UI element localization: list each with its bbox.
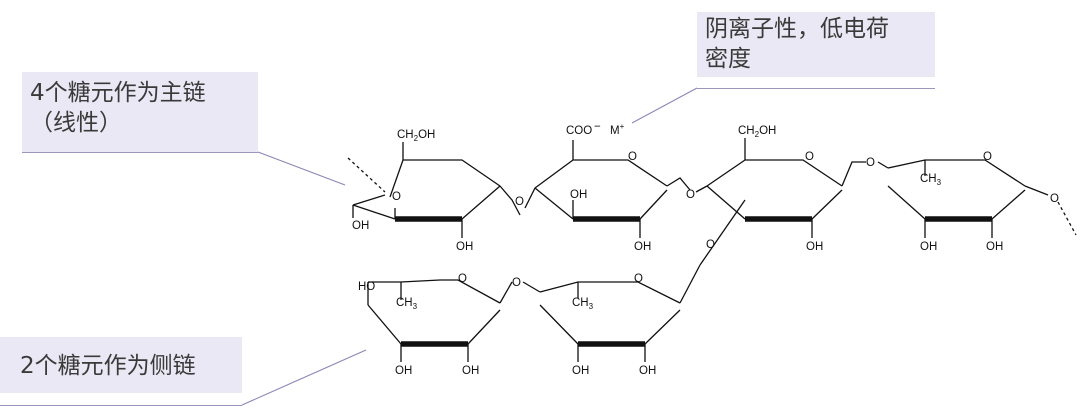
ring2-o-label: O: [628, 151, 637, 163]
ring2-coo-minus-label: −: [594, 121, 601, 133]
ring2-coo-label: COO: [566, 125, 592, 137]
main-chain-pointer: [257, 151, 346, 186]
side2-oh-left-label: OH: [572, 365, 589, 377]
side1-ch3-label: CH3: [396, 297, 418, 311]
anion-callout: 阴离子性，低电荷 密度: [697, 12, 935, 77]
side2-oh-right-label: OH: [639, 365, 656, 377]
ring3-o-label: O: [805, 151, 814, 163]
side-chain-pointer: [241, 349, 367, 406]
ring4-oh-left-label: OH: [920, 241, 937, 253]
anion-callout-underline: [697, 88, 935, 89]
main-chain-callout-line1: 4个糖元作为主链: [30, 80, 206, 106]
anion-callout-line1: 阴离子性，低电荷: [705, 16, 889, 42]
ring1-ch2oh-label: CH2OH: [397, 129, 435, 143]
side-ring-2: [539, 264, 701, 362]
branch-o-label: O: [706, 239, 715, 251]
glyco-o-3-label: O: [866, 157, 875, 169]
main-chain-callout-line2: （线性）: [30, 110, 122, 136]
ring3-ch2oh-label: CH2OH: [738, 125, 776, 139]
ring2-oh-top-label: OH: [570, 189, 587, 201]
side-ring-1: [367, 279, 501, 362]
ring4-ch3-label: CH3: [920, 173, 942, 187]
side1-oh-left-label: OH: [395, 365, 412, 377]
ring4-o-label: O: [983, 151, 992, 163]
main-ring-4: [887, 159, 1077, 238]
main-chain-callout-underline: [22, 152, 258, 153]
ring2-counterion-label: M+: [610, 122, 625, 137]
anion-callout-line2: 密度: [705, 46, 751, 72]
glyco-o-2-label: O: [686, 189, 695, 201]
ring3-oh-bottom-label: OH: [806, 241, 823, 253]
side-chain-callout-line1: 2个糖元作为侧链: [20, 353, 196, 379]
main-ring-2: [534, 140, 668, 238]
glyco-o-1-label: O: [515, 196, 524, 208]
ring4-oh-right-label: OH: [986, 241, 1003, 253]
ring1-oh-bottom-label: OH: [456, 241, 473, 253]
main-chain-callout: 4个糖元作为主链 （线性）: [22, 72, 258, 152]
side-chain-callout: 2个糖元作为侧链: [0, 337, 242, 393]
main-ring-1: [347, 142, 501, 238]
side-chain-callout-underline: [0, 405, 242, 406]
side1-oh-right-label: OH: [462, 365, 479, 377]
anion-pointer: [631, 87, 698, 124]
ring1-o-label: O: [392, 191, 401, 203]
ring2-oh-bottom-label: OH: [634, 241, 651, 253]
side2-o-label: O: [634, 273, 643, 285]
side1-ho-label: HO: [358, 281, 375, 293]
main-ring-3: [699, 138, 843, 266]
ring1-oh-left-label: OH: [352, 220, 369, 232]
ring4-glyco-o-label: O: [1050, 193, 1059, 205]
side1-o-label: O: [458, 273, 467, 285]
side-glyco-o-label: O: [512, 277, 521, 289]
side2-ch3-label: CH3: [572, 297, 594, 311]
